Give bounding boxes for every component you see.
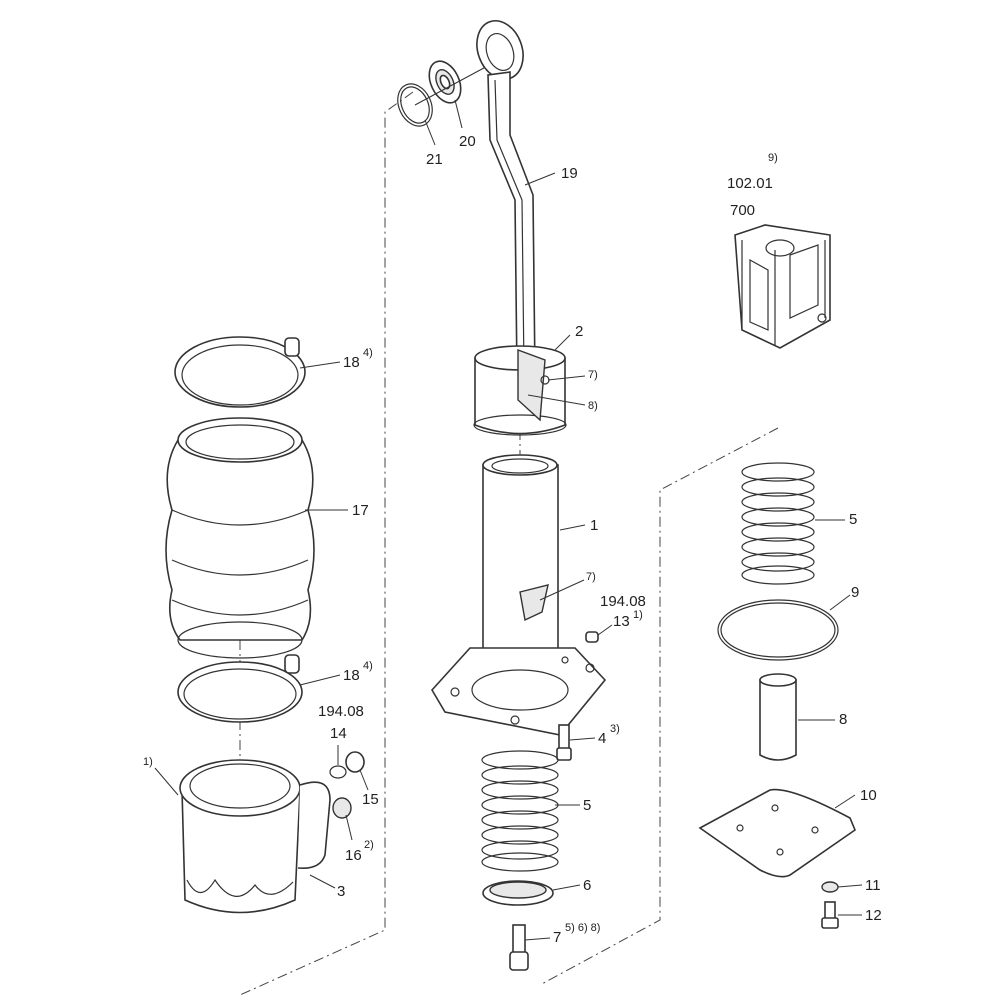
note-2-7: 7) xyxy=(588,369,598,381)
assembly-line-right xyxy=(539,427,779,986)
o-ring-9 xyxy=(717,599,839,661)
group-194-08-right: 194.08 xyxy=(600,593,646,610)
bolt-7 xyxy=(509,924,529,971)
callout-9: 9 xyxy=(851,584,860,601)
callout-5-center: 5 xyxy=(583,797,592,814)
callout-8: 8 xyxy=(839,711,848,728)
note-7: 5) 6) 8) xyxy=(565,922,601,934)
callout-11: 11 xyxy=(865,877,881,894)
plug-16 xyxy=(332,797,352,819)
disc-6 xyxy=(482,880,554,906)
clamp-18-bottom xyxy=(177,654,303,723)
assembly-line-left xyxy=(239,91,414,996)
callout-3: 3 xyxy=(337,883,346,900)
housing-3 xyxy=(179,759,331,914)
callout-18-top: 18 xyxy=(343,354,360,371)
callout-10: 10 xyxy=(860,787,877,804)
spring-5-right xyxy=(741,462,815,585)
spring-5-center xyxy=(481,750,559,872)
kit-ref-102-01: 102.01 xyxy=(727,175,773,192)
callout-21: 21 xyxy=(426,151,443,168)
callout-20: 20 xyxy=(459,133,476,150)
callout-5-right: 5 xyxy=(849,511,858,528)
callout-17: 17 xyxy=(352,502,369,519)
callout-7: 7 xyxy=(553,929,562,946)
callout-15: 15 xyxy=(362,791,379,808)
callout-2: 2 xyxy=(575,323,584,340)
group-194-08-left: 194.08 xyxy=(318,703,364,720)
base-plate-10 xyxy=(698,788,856,878)
circlip-21 xyxy=(397,83,433,127)
callout-18-bottom: 18 xyxy=(343,667,360,684)
note-13: 1) xyxy=(633,609,643,621)
note-1-7: 7) xyxy=(586,571,596,583)
screw-4 xyxy=(556,724,572,761)
clamp-18-top xyxy=(174,336,306,408)
bearing-20 xyxy=(428,60,462,104)
buffer-8 xyxy=(759,673,797,761)
callout-16: 16 xyxy=(345,847,362,864)
callout-19: 19 xyxy=(561,165,578,182)
kit-note: 9) xyxy=(768,152,778,164)
callout-4: 4 xyxy=(598,730,607,747)
bellows-17 xyxy=(165,417,315,659)
callout-12: 12 xyxy=(865,907,882,924)
callout-13: 13 xyxy=(613,613,630,630)
note-18-top: 4) xyxy=(363,347,373,359)
note-16: 2) xyxy=(364,839,374,851)
ring-14 xyxy=(329,765,347,779)
callout-14: 14 xyxy=(330,725,347,742)
plug-15 xyxy=(345,751,365,773)
connecting-rod-19 xyxy=(476,20,536,376)
washer-11 xyxy=(821,881,839,893)
callout-1: 1 xyxy=(590,517,599,534)
note-3-1: 1) xyxy=(143,756,153,768)
guide-cylinder-1 xyxy=(431,454,607,736)
callout-6: 6 xyxy=(583,877,592,894)
kit-number-700: 700 xyxy=(730,202,756,219)
note-4: 3) xyxy=(610,723,620,735)
piston-2 xyxy=(473,345,567,436)
screw-12 xyxy=(821,901,839,929)
note-18-bottom: 4) xyxy=(363,660,373,672)
note-2-8: 8) xyxy=(588,400,598,412)
kit-frame-700 xyxy=(734,224,831,349)
plug-13 xyxy=(585,631,599,643)
